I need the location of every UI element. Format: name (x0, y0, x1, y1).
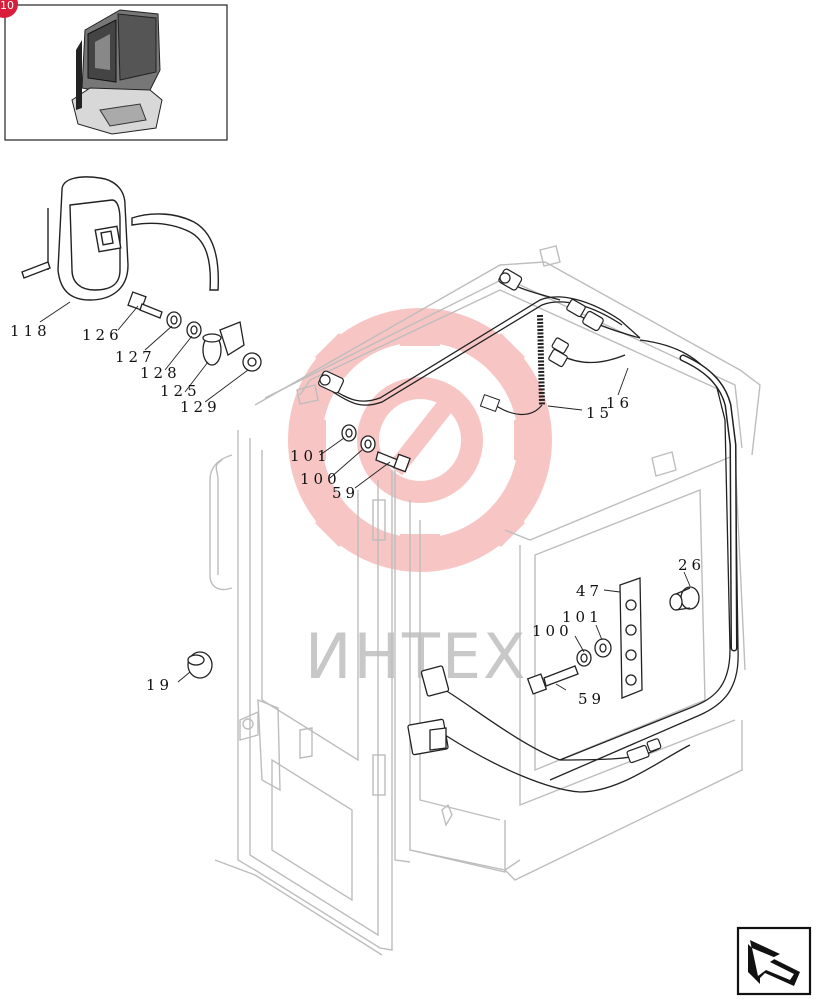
callout-100-a: 100 (300, 470, 341, 488)
callout-101-b: 101 (562, 608, 603, 626)
connector-plug-icon (582, 310, 604, 332)
washer-100-icon (360, 435, 376, 453)
bolt-126-icon (127, 291, 163, 319)
connector-plug-icon (566, 298, 586, 318)
connector-plug-icon (498, 268, 523, 291)
callout-59-a: 59 (332, 484, 359, 502)
mirror-pin (21, 261, 51, 279)
next-page-button[interactable] (736, 926, 812, 996)
washer-101b-icon (594, 638, 612, 658)
callout-125: 125 (160, 382, 201, 400)
cab-thumbnail-image (71, 9, 163, 135)
bracket-125-icon (202, 321, 245, 366)
harness-connectors (318, 268, 662, 764)
watermark-text: ИНТЕХ (305, 620, 528, 693)
next-page-arrow-icon (748, 940, 800, 986)
bolt-59-icon (375, 451, 411, 473)
connector-plug-icon (646, 738, 662, 752)
mirror-arm (131, 213, 219, 291)
coiled-cable-15[interactable] (479, 314, 545, 415)
callout-59-b: 59 (578, 690, 605, 708)
washer-100b-icon (576, 649, 592, 667)
page-badge: 10 (0, 0, 18, 18)
grommet-26-icon (669, 586, 700, 611)
connector-plug-icon (318, 370, 344, 394)
callout-labels: 118 126 127 128 125 129 101 100 59 15 16… (10, 322, 705, 708)
cab-outline (209, 245, 761, 956)
page-badge-text: 10 (0, 0, 14, 12)
callout-100-b: 100 (532, 622, 573, 640)
washer-128-icon (186, 321, 202, 339)
mirror-assembly[interactable] (21, 176, 219, 301)
callout-15: 15 (586, 404, 613, 422)
connector-plug-icon (626, 744, 650, 764)
plug-19-icon (187, 651, 213, 679)
callout-129: 129 (180, 398, 221, 416)
bolt-59b-icon (526, 665, 579, 695)
overview-thumbnail[interactable] (4, 4, 228, 141)
nut-129-icon (242, 352, 262, 372)
mirror-hardware (127, 291, 262, 372)
callout-47: 47 (576, 582, 603, 600)
callout-16: 16 (606, 394, 633, 412)
callout-26: 26 (678, 556, 705, 574)
connector-plug-icon (548, 348, 568, 368)
leader-lines (39, 301, 691, 691)
callout-101-a: 101 (290, 447, 331, 465)
callout-126: 126 (82, 326, 123, 344)
washer-101-icon (341, 424, 357, 442)
bracket-plate-47-icon (619, 577, 643, 699)
callout-19: 19 (146, 676, 173, 694)
switch-connector-box[interactable] (407, 665, 450, 756)
callout-118: 118 (10, 322, 51, 340)
callout-128: 128 (140, 364, 181, 382)
harness-conduit (679, 354, 738, 652)
cab-fasteners (187, 424, 700, 699)
callout-127: 127 (115, 348, 156, 366)
washer-127-icon (166, 311, 182, 329)
